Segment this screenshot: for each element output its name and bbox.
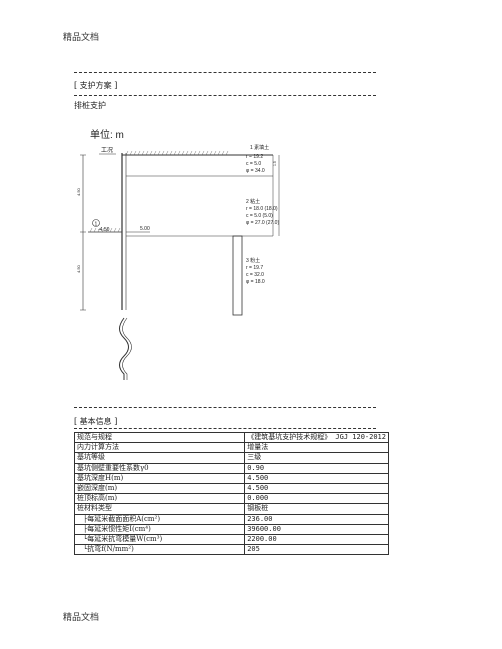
row-key: 基坑侧壁重要性系数γ0 bbox=[73, 462, 246, 474]
layer-1-name: 1 素填土 bbox=[250, 144, 269, 151]
table-row: └每延米抗弯模量W(cm³)2200.00 bbox=[73, 533, 389, 546]
support-section-title: [ 支护方案 ] bbox=[74, 81, 118, 90]
layer-2-name: 2 粘土 bbox=[246, 198, 260, 205]
row-key: 桩材料类型 bbox=[73, 503, 246, 515]
condition-label: 工况 bbox=[101, 147, 113, 154]
condition-number: 1 bbox=[95, 222, 98, 228]
sheet-pile-section-icon bbox=[119, 317, 129, 380]
layer-1-phi: φ = 34.0 bbox=[246, 168, 265, 174]
unit-label: 单位: m bbox=[90, 128, 124, 141]
dim-bottom: 4.50 bbox=[76, 264, 81, 273]
divider bbox=[74, 95, 376, 96]
layer-1-r: r = 19.2 bbox=[246, 154, 263, 160]
excavation-level: -4.50 bbox=[98, 227, 110, 233]
row-value: 0.000 bbox=[244, 493, 389, 505]
divider bbox=[74, 72, 376, 73]
row-key: └每延米抗弯模量W(cm³) bbox=[73, 533, 246, 546]
table-row: 基坑等级三级 bbox=[73, 452, 389, 464]
row-value: 0.90 bbox=[244, 462, 389, 474]
row-key: 桩顶标高(m) bbox=[73, 493, 246, 505]
row-key: 内力计算方法 bbox=[73, 442, 246, 454]
left-tick-label: 5.00 bbox=[140, 226, 150, 232]
page-footer: 精品文档 bbox=[63, 613, 100, 623]
layer-2-phi: φ = 27.0 (27.0) bbox=[246, 220, 279, 226]
row-value: 205 bbox=[244, 544, 389, 556]
row-value: 2200.00 bbox=[244, 533, 389, 546]
ground-hatch bbox=[125, 150, 229, 156]
dim-top: 4.50 bbox=[76, 187, 81, 196]
table-row: └抗弯f(N/mm²)205 bbox=[73, 544, 389, 556]
layer-1-props: 1 素填土 r = 19.2 c = 5.0 φ = 34.0 bbox=[246, 144, 269, 174]
row-value: 《建筑基坑支护技术规程》 JGJ 120-2012 bbox=[244, 431, 389, 444]
support-subtitle: 排桩支护 bbox=[74, 101, 106, 110]
table-row: ├每延米截面面积A(cm²)236.00 bbox=[73, 513, 389, 525]
row-value: 39600.00 bbox=[244, 523, 389, 535]
table-row: 规范与规程《建筑基坑支护技术规程》 JGJ 120-2012 bbox=[73, 431, 389, 444]
divider bbox=[74, 428, 376, 429]
layer-2-props: 2 粘土 r = 18.0 (18.0) c = 5.0 (5.0) φ = 2… bbox=[246, 198, 279, 226]
row-key: 嵌固深度(m) bbox=[73, 482, 246, 495]
table-row: 嵌固深度(m)4.500 bbox=[73, 482, 389, 495]
row-key: 基坑等级 bbox=[73, 452, 246, 464]
row-value: 4.500 bbox=[244, 482, 389, 495]
row-key: 基坑深度H(m) bbox=[73, 472, 246, 484]
row-key: 规范与规程 bbox=[73, 431, 246, 444]
table-row: 桩材料类型钢板桩 bbox=[73, 503, 389, 515]
layer-3-c: c = 32.0 bbox=[246, 272, 264, 278]
layer-3-name: 3 粉土 bbox=[246, 257, 260, 264]
layer-3-phi: φ = 18.0 bbox=[246, 279, 265, 285]
basic-section-title: [ 基本信息 ] bbox=[74, 417, 118, 426]
table-row: 基坑深度H(m)4.500 bbox=[73, 472, 389, 484]
row-key: ├每延米惯性矩I(cm⁴) bbox=[73, 523, 246, 535]
table-row: ├每延米惯性矩I(cm⁴)39600.00 bbox=[73, 523, 389, 535]
divider bbox=[74, 407, 376, 408]
row-value: 钢板桩 bbox=[244, 503, 389, 515]
row-value: 4.500 bbox=[244, 472, 389, 484]
right-column bbox=[232, 235, 243, 316]
condition-circle bbox=[92, 219, 100, 227]
layer-2-c: c = 5.0 (5.0) bbox=[246, 213, 273, 219]
layer-3-r: r = 19.7 bbox=[246, 265, 263, 271]
row-value: 三级 bbox=[244, 452, 389, 464]
page-header: 精品文档 bbox=[63, 33, 100, 43]
row-value: 增量法 bbox=[244, 442, 389, 454]
layer-3-props: 3 粉土 r = 19.7 c = 32.0 φ = 18.0 bbox=[246, 257, 265, 285]
row-key: └抗弯f(N/mm²) bbox=[73, 544, 246, 556]
layer-1-thickness: 1.5 bbox=[273, 161, 277, 166]
table-row: 桩顶标高(m)0.000 bbox=[73, 493, 389, 505]
table-row: 内力计算方法增量法 bbox=[73, 442, 389, 454]
row-key: ├每延米截面面积A(cm²) bbox=[73, 513, 246, 525]
layer-1-c: c = 5.0 bbox=[246, 161, 261, 167]
layer-2-r: r = 18.0 (18.0) bbox=[246, 206, 278, 212]
row-value: 236.00 bbox=[244, 513, 389, 525]
